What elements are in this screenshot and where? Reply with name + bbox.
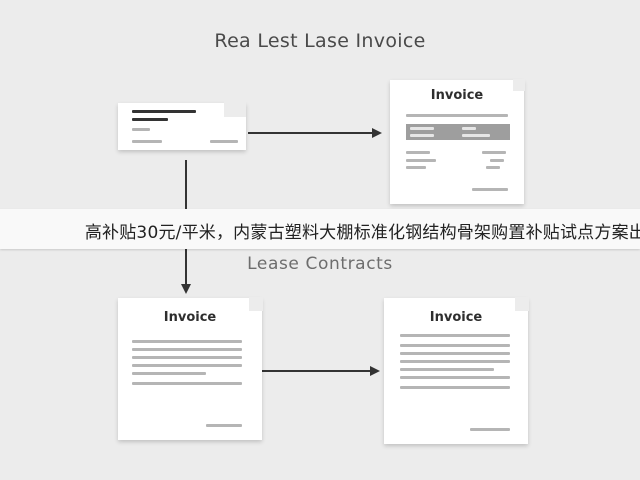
invoice-title: Invoice xyxy=(430,88,484,103)
invoice-title: Invoice xyxy=(163,310,217,325)
invoice-document-bottom-left: Invoice xyxy=(118,297,263,440)
section-label: Lease Contracts xyxy=(247,254,393,274)
diagram-title: Rea Lest Lase Invoice xyxy=(214,30,426,52)
news-banner: 高补贴30元/平米，内蒙古塑料大棚标准化钢结构骨架购置补贴试点方案出 xyxy=(0,209,640,249)
banner-text: 高补贴30元/平米，内蒙古塑料大棚标准化钢结构骨架购置补贴试点方案出 xyxy=(84,223,640,243)
invoice-title: Invoice xyxy=(429,310,483,325)
invoice-document-bottom-right: Invoice xyxy=(384,297,529,444)
lease-receipt-card xyxy=(118,101,246,150)
invoice-document-top-right: Invoice xyxy=(390,79,525,204)
